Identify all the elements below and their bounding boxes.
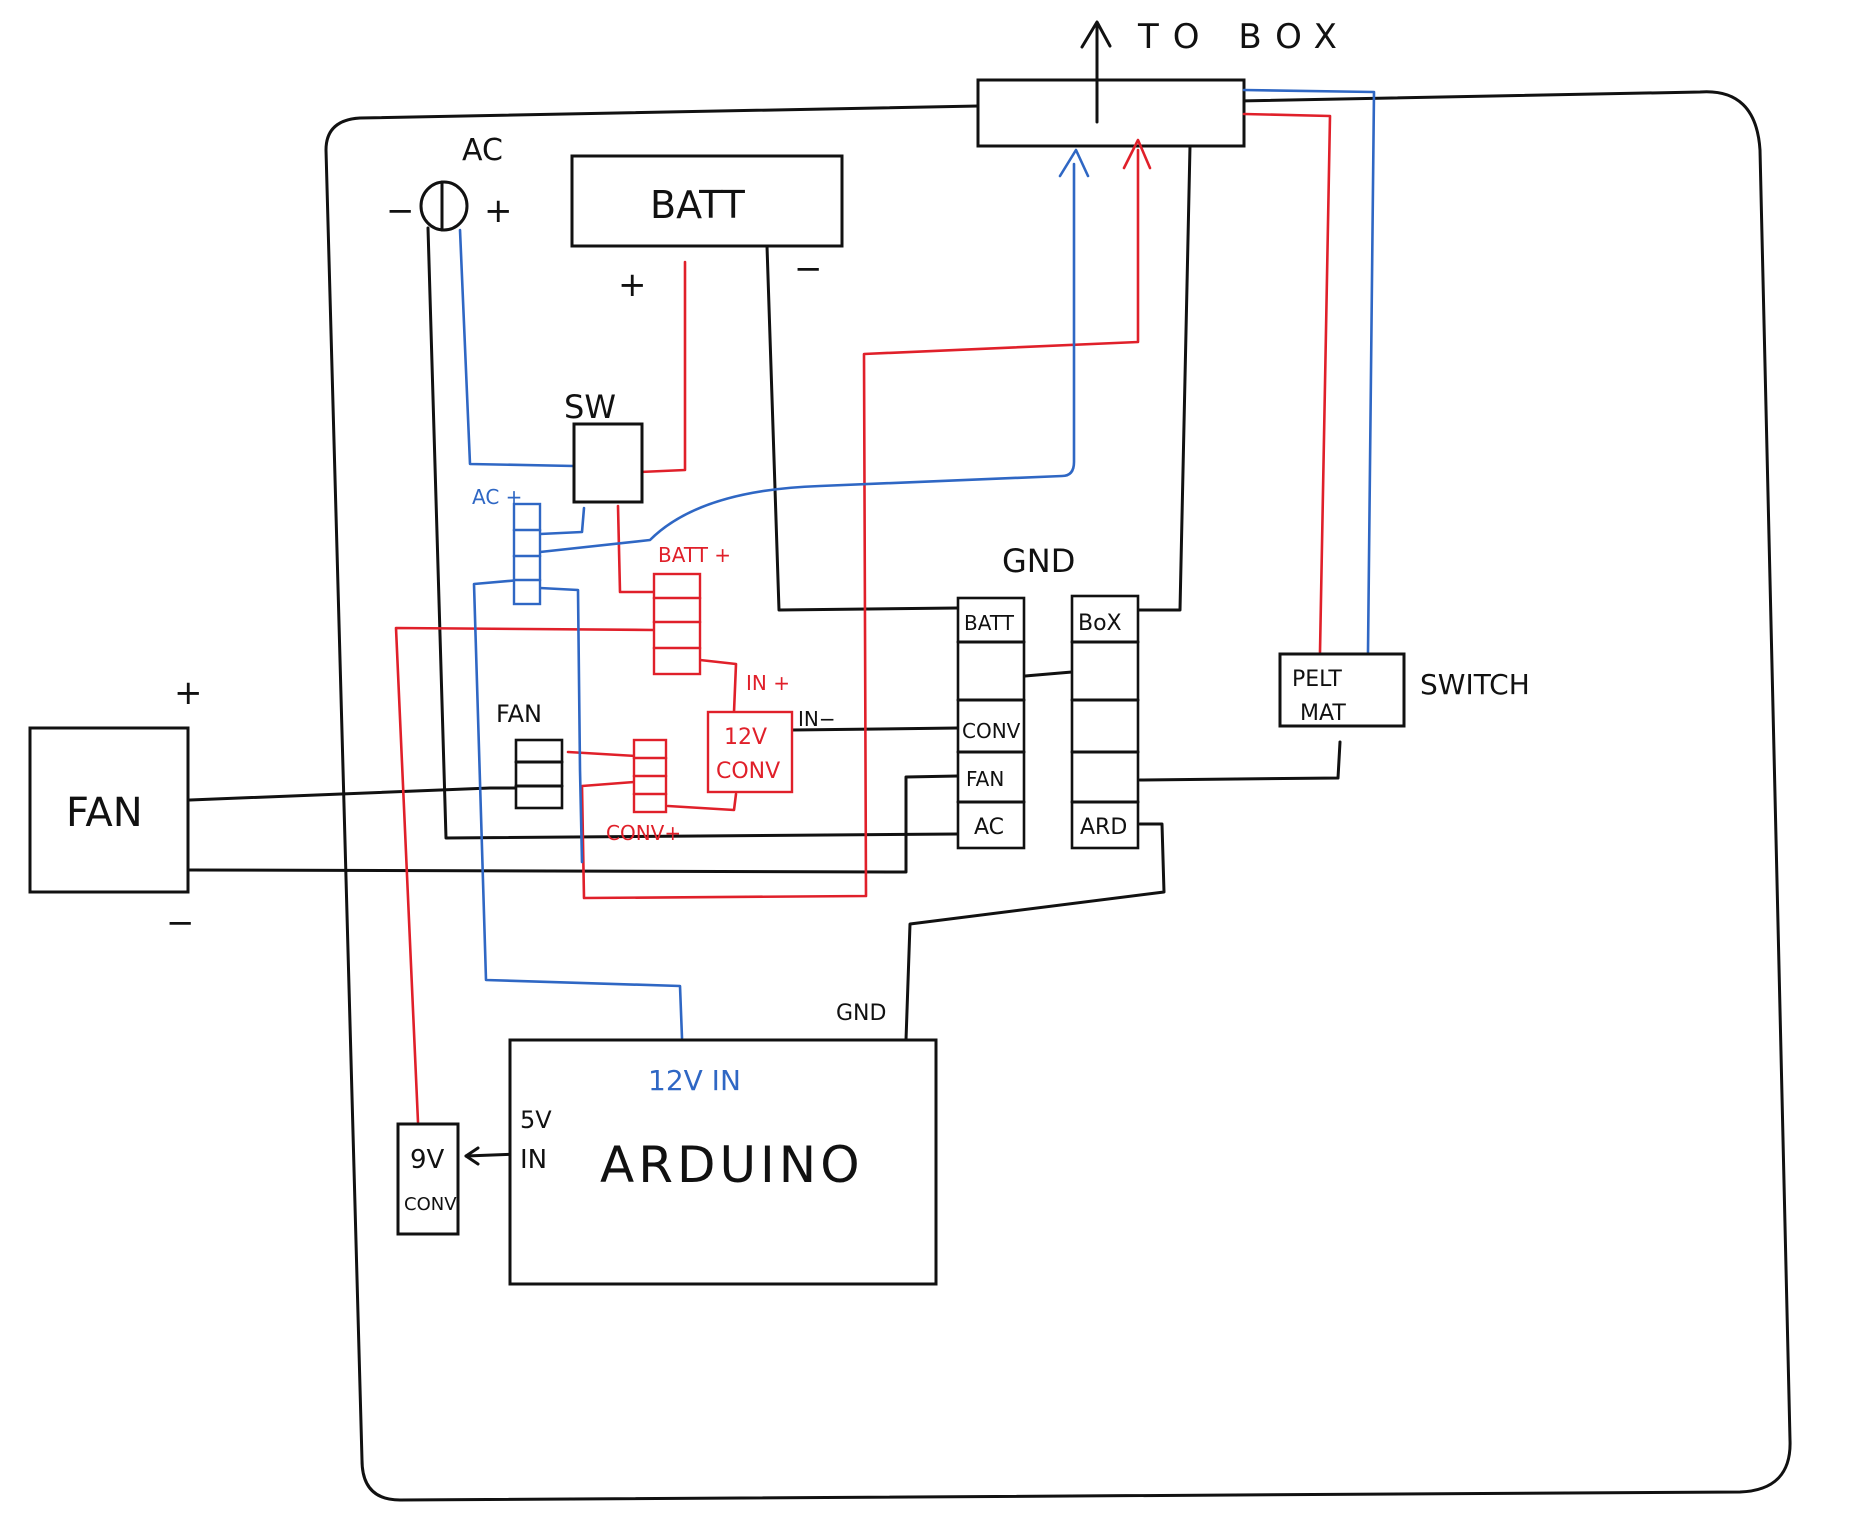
wire-batt-negative: [765, 244, 960, 612]
battery-box: [570, 154, 844, 248]
wire-to-box-blue-arrow: [1058, 148, 1090, 178]
wire-fan-positive: [188, 786, 522, 802]
ac-minus-label: −: [386, 191, 415, 231]
in-minus-label: IN−: [798, 707, 836, 731]
conv12-line1: 12V: [724, 725, 767, 750]
ac-plus-terminal: [512, 502, 542, 606]
switch-label: SW: [564, 388, 616, 426]
battery-minus-label: −: [794, 249, 823, 289]
gnd-label: GND: [1002, 542, 1075, 580]
conv-plus-label: CONV+: [606, 821, 681, 845]
to-box-label: TO BOX: [1137, 17, 1351, 57]
gnd-left-conv: CONV: [962, 719, 1021, 743]
conv12-box: [706, 710, 794, 794]
batt-plus-small-label: BATT +: [658, 543, 731, 567]
arduino-board: [508, 1038, 938, 1286]
fan-box-label: FAN: [66, 790, 143, 836]
to-box-connector: [976, 78, 1246, 148]
conv9-line2: CONV: [404, 1194, 457, 1215]
gnd-left-fan: FAN: [966, 767, 1004, 791]
wire-9v-arrow: [464, 1146, 480, 1166]
pelt-mat-switch: [1278, 652, 1406, 728]
wire-fan-negative: [188, 774, 960, 874]
gnd-left-batt: BATT: [964, 611, 1015, 635]
wire-sw-to-batt-plus: [616, 504, 656, 594]
wire-ard-gnd: [904, 822, 1166, 1048]
battery-label: BATT: [650, 183, 746, 227]
wire-conv-plus-loop: [580, 148, 1140, 900]
fan-plus-label: +: [174, 673, 203, 713]
mat-label: MAT: [1300, 701, 1346, 726]
to-box-arrow: [1080, 20, 1112, 124]
wire-pelt-red: [1242, 112, 1332, 654]
wire-pelt-gnd: [1138, 740, 1342, 782]
wire-batt-positive: [638, 260, 687, 474]
ac-label: AC: [462, 133, 503, 168]
wire-to-9v: [394, 626, 656, 1124]
batt-plus-terminal: [652, 572, 702, 676]
wire-pelt-blue: [1242, 88, 1376, 654]
wire-conv-plus-to-fan: [566, 750, 638, 758]
arduino-12v-in-label: 12V IN: [648, 1064, 741, 1097]
gnd-left-ac: AC: [974, 815, 1004, 840]
enclosure-outline: [324, 90, 1792, 1502]
conv9-box: [396, 1122, 460, 1236]
fan-box: [28, 726, 190, 894]
wire-to-box-red-arrow: [1122, 138, 1152, 170]
wire-ac-positive: [458, 228, 576, 468]
arduino-gnd-label: GND: [836, 1001, 886, 1026]
wire-batt-plus-to-in-plus: [698, 658, 738, 714]
arduino-in-label: IN: [520, 1145, 547, 1175]
fan-minus-label: −: [166, 903, 195, 943]
switch-text-label: SWITCH: [1420, 668, 1530, 701]
ac-jack: [419, 180, 469, 232]
wire-ac-negative: [426, 226, 960, 840]
in-plus-label: IN +: [746, 671, 790, 695]
wire-sw-to-ac-plus: [538, 506, 586, 536]
ac-plus-label: +: [484, 191, 513, 231]
wire-ac-plus-down: [538, 586, 584, 864]
conv9-line1: 9V: [410, 1145, 445, 1175]
gnd-terminal-right: [1070, 594, 1140, 850]
fan-terminal-label: FAN: [496, 700, 542, 728]
wire-box-return: [1131, 144, 1192, 612]
switch-box: [572, 422, 644, 504]
conv12-line2: CONV: [716, 759, 780, 784]
wire-conv-to-conv-plus: [666, 792, 738, 812]
gnd-right-box: BoX: [1078, 611, 1122, 636]
arduino-5v-label: 5V: [520, 1106, 552, 1134]
wire-conv-negative: [790, 726, 960, 732]
gnd-terminal-left: [956, 596, 1026, 850]
fan-terminal: [514, 738, 564, 810]
wire-ac-plus-to-arduino: [472, 578, 684, 1040]
battery-plus-label: +: [618, 265, 647, 305]
wire-ac-plus-to-box: [538, 162, 1076, 554]
gnd-right-ard: ARD: [1080, 815, 1127, 840]
wire-gnd-bus-bridge: [1023, 670, 1074, 678]
arduino-label: ARDUINO: [600, 1136, 864, 1194]
pelt-label: PELT: [1292, 667, 1342, 692]
